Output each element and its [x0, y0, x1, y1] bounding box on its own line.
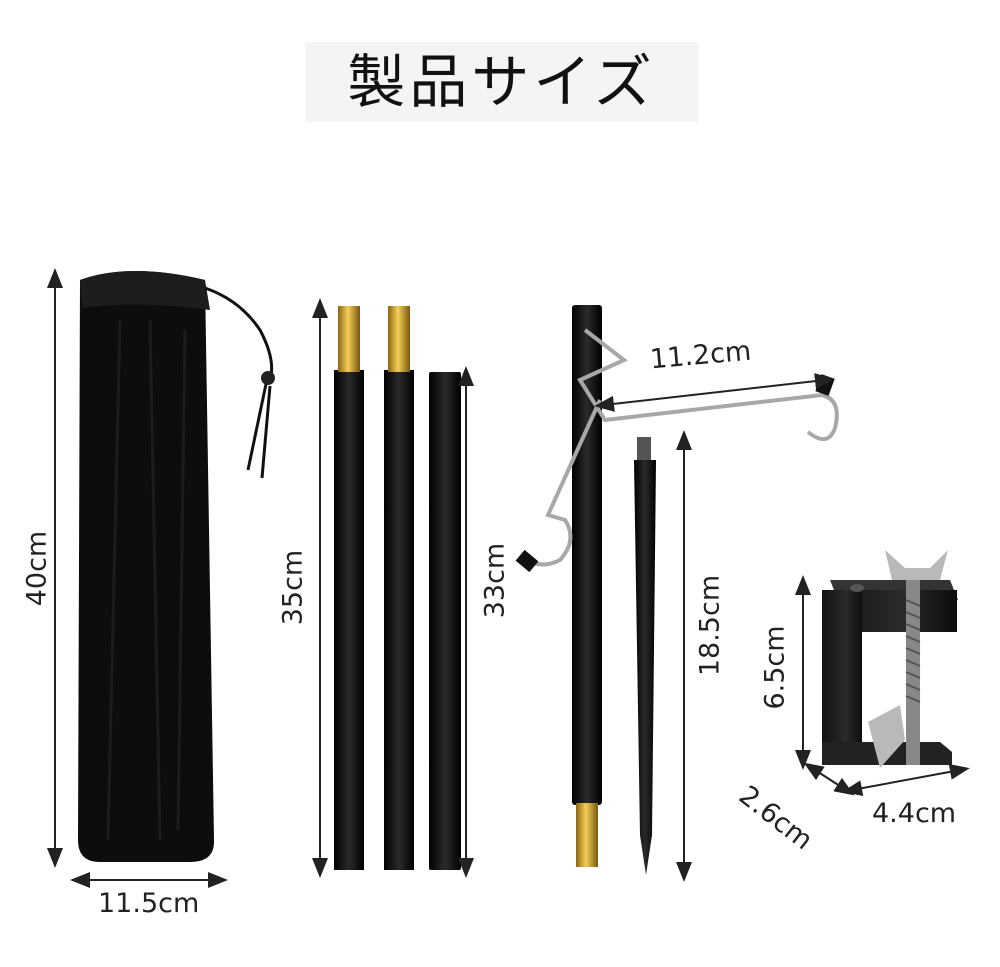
ground-spike [634, 437, 656, 875]
bag-height-label: 40cm [21, 530, 53, 607]
clamp-depth-arrow [803, 762, 855, 796]
short-pole [429, 372, 461, 870]
page-title: 製品サイズ [347, 48, 656, 116]
long-pole-label: 35cm [277, 549, 309, 626]
bag-width-label: 11.5cm [98, 888, 200, 919]
clamp-height-label: 6.5cm [759, 625, 791, 710]
clamp-width-arrow [842, 763, 970, 797]
short-pole-label: 33cm [479, 542, 511, 619]
hanger-pole [572, 305, 602, 867]
clamp-width-label: 4.4cm [872, 798, 957, 829]
long-pole-1 [334, 306, 364, 870]
storage-bag [78, 271, 275, 862]
spike-length-label: 18.5cm [694, 574, 726, 677]
table-clamp [822, 550, 958, 768]
long-pole-2 [384, 306, 414, 870]
title-background [305, 42, 698, 122]
hook-width-arrow [594, 373, 835, 412]
